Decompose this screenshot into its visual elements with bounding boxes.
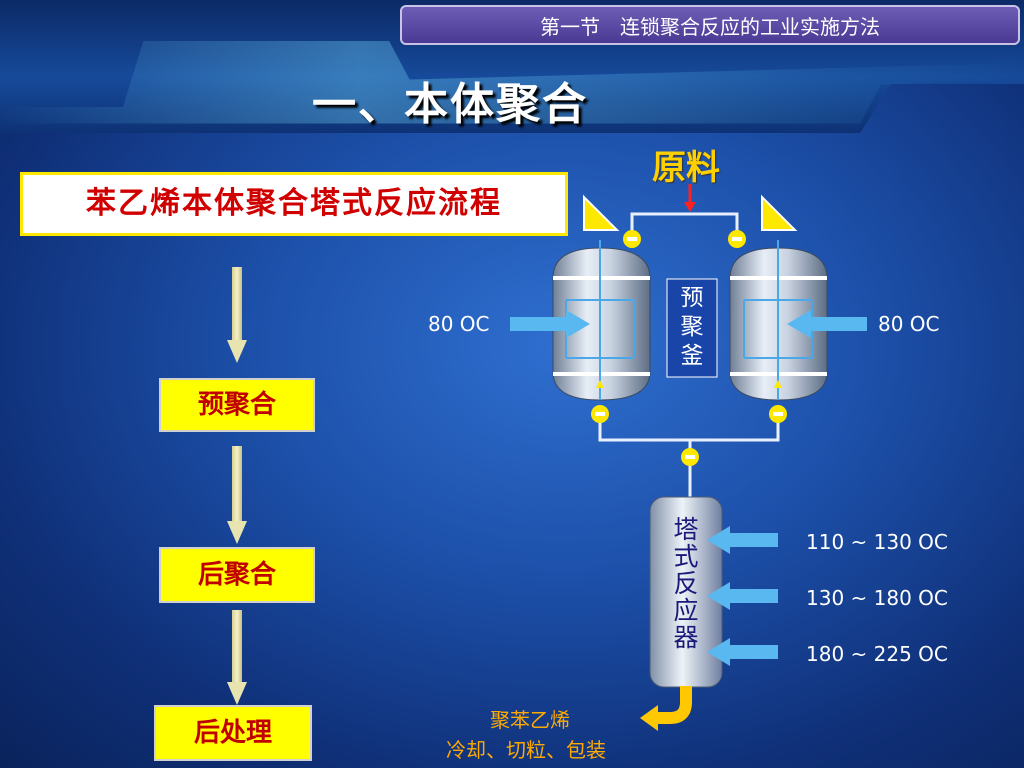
left-indicator-icon: [583, 194, 620, 231]
product-outlet-arrow: [640, 686, 692, 731]
left-heat-arrow: [510, 310, 590, 338]
tower-heat-arrows: [707, 526, 778, 666]
tower-temp-1: 110 ~ 130 OC: [806, 530, 948, 554]
tower-reactor-text: 塔式反应器: [673, 515, 699, 652]
right-heat-arrow: [787, 310, 867, 338]
section-tab: 第一节 连锁聚合反应的工业实施方法: [400, 5, 1020, 45]
right-prepolymerizer: [729, 240, 828, 401]
step-post-processing: 后处理: [154, 705, 312, 761]
post-process-label: 冷却、切粒、包装: [446, 738, 606, 762]
left-prepolymerizer: [552, 240, 651, 401]
step-postpolymerization: 后聚合: [159, 547, 315, 603]
raw-feed-arrow: [684, 184, 696, 212]
step-prepolymerization: 预聚合: [159, 378, 315, 432]
valve-icons: [591, 230, 787, 466]
left-temperature-text: 80 OC: [428, 312, 490, 336]
page-title: 一、本体聚合: [312, 79, 588, 130]
product-label: 聚苯乙烯: [490, 708, 570, 732]
right-temperature-text: 80 OC: [878, 312, 940, 336]
tower-temp-3: 180 ~ 225 OC: [806, 642, 948, 666]
flow-arrow-3: [227, 610, 247, 705]
tower-reactor-label: 塔式反应器: [662, 516, 710, 651]
prepolymerizer-label: 预聚釜: [672, 284, 712, 371]
flow-arrow-2: [227, 446, 247, 544]
diagram-title: 苯乙烯本体聚合塔式反应流程: [20, 172, 568, 236]
left-temperature: 80 OC: [428, 312, 490, 336]
right-indicator-icon: [761, 194, 798, 231]
prepolymerizer-label-box: [666, 278, 718, 378]
right-temperature: 80 OC: [878, 312, 940, 336]
tower-temp-2: 130 ~ 180 OC: [806, 586, 948, 610]
raw-material-label: 原料: [652, 148, 720, 188]
flow-arrow-1: [227, 267, 247, 363]
prepolymerizer-text: 预聚釜: [680, 285, 704, 369]
